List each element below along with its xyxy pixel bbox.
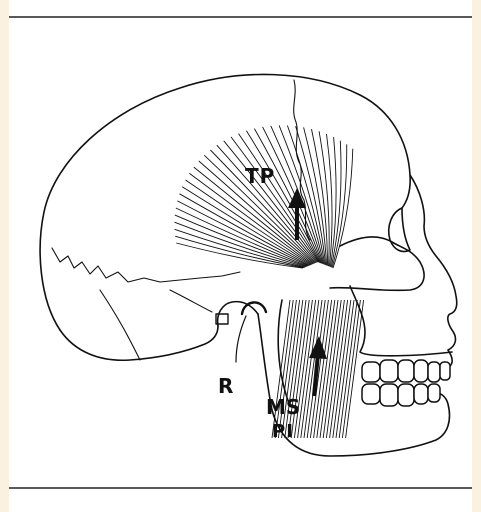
label-tp: TP — [245, 166, 275, 186]
lower-teeth — [362, 384, 440, 406]
temporalis-fiber — [263, 127, 323, 264]
label-pi: PI — [272, 423, 294, 441]
temporalis-fiber — [175, 229, 305, 267]
squamous-suture — [100, 290, 140, 360]
temporal-line — [170, 290, 212, 312]
temporalis-muscle — [175, 125, 353, 268]
label-ms: MS — [266, 397, 300, 417]
label-r: R — [218, 376, 234, 396]
orbit-outline — [389, 208, 410, 252]
r-leader-line — [236, 316, 246, 362]
skull-outline — [40, 74, 410, 330]
temporalis-fiber — [319, 131, 329, 266]
face-profile — [410, 175, 457, 366]
occipital-outline — [60, 326, 218, 360]
temporalis-fiber — [224, 141, 318, 262]
temporalis-fiber — [176, 208, 308, 266]
upper-teeth — [362, 360, 450, 382]
lambdoid-suture — [52, 248, 240, 282]
masseter-arrow — [309, 336, 327, 396]
maxilla-outline — [350, 286, 452, 356]
zygomatic-arch — [330, 237, 424, 290]
